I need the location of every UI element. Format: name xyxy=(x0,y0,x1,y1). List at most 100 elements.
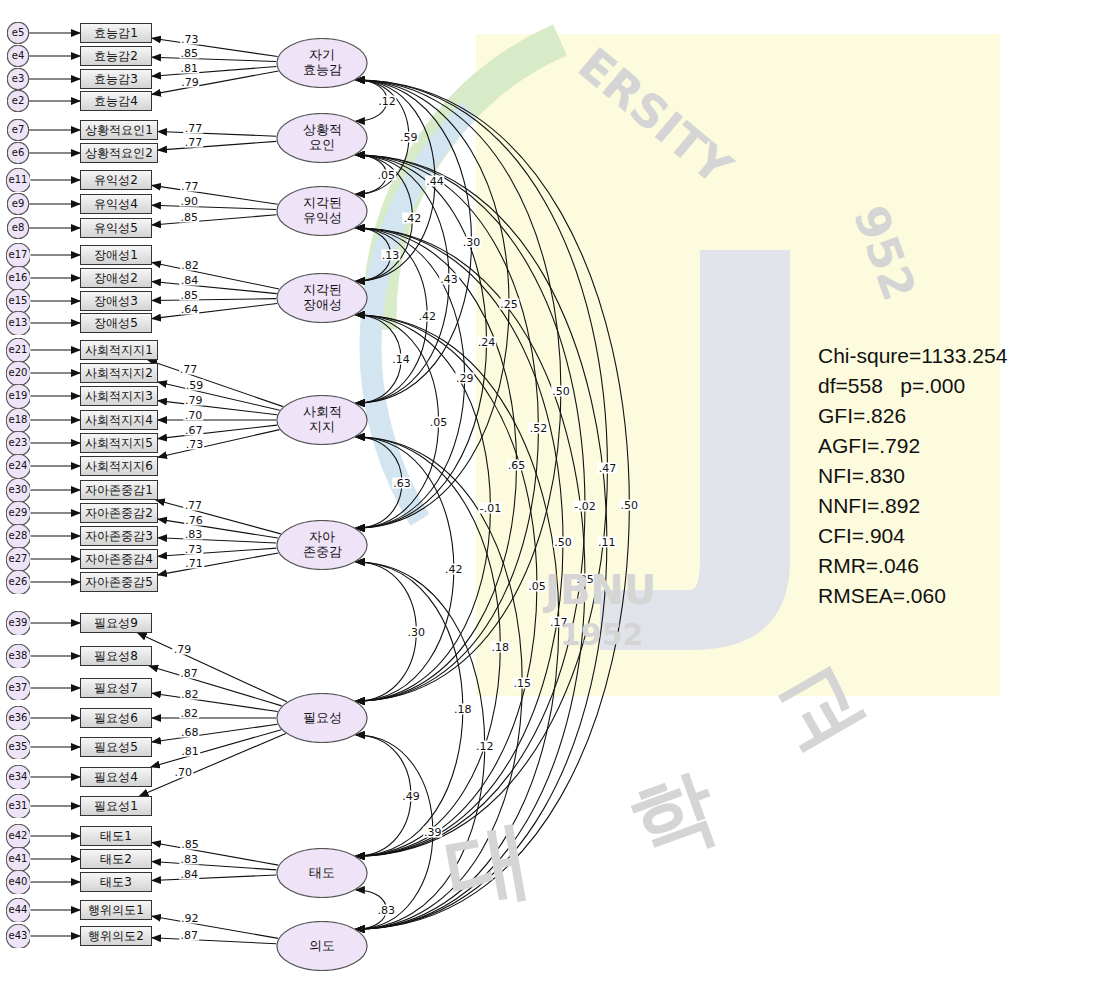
coefficient-label: .83 xyxy=(180,853,200,864)
covariance-arc xyxy=(356,155,539,701)
node-label: e21 xyxy=(9,345,28,355)
indicator-box: 사회적지지1 xyxy=(80,340,158,360)
path-arrow xyxy=(152,861,276,869)
fit-statistic: NNFI=.892 xyxy=(818,495,920,516)
path-arrow xyxy=(30,442,80,443)
shape-fill xyxy=(6,501,30,525)
shape-fill xyxy=(6,547,30,571)
shape-fill xyxy=(7,119,29,141)
node-label: 필요성4 xyxy=(94,771,138,783)
shape-fill xyxy=(7,22,29,44)
shape-fill xyxy=(277,274,367,323)
node-label: 의도 xyxy=(309,939,335,954)
node-label: 장애성2 xyxy=(94,272,138,284)
indicator-box: 장애성2 xyxy=(80,268,152,288)
coefficient-label: .25 xyxy=(499,299,519,310)
covariance-arc xyxy=(356,228,563,856)
coefficient-label: .18 xyxy=(453,704,473,715)
error-circle: e13 xyxy=(6,311,31,336)
indicator-box: 상황적요인1 xyxy=(80,120,158,140)
coefficient-label: .50 xyxy=(553,537,573,548)
shape-fill xyxy=(6,384,30,408)
indicator-box: 사회적지지5 xyxy=(80,433,158,453)
error-circle: e6 xyxy=(7,142,29,164)
covariance-arc xyxy=(356,80,561,701)
shape-fill xyxy=(6,706,30,730)
indicator-box: 효능감4 xyxy=(80,91,152,111)
path-arrow xyxy=(152,842,278,865)
shape-fill xyxy=(6,570,30,594)
covariance-arc xyxy=(356,80,608,856)
node-label: 태도3 xyxy=(100,876,132,888)
error-circle: e34 xyxy=(6,765,31,790)
shape-fill xyxy=(7,45,29,67)
node-label: e3 xyxy=(12,74,25,84)
node-label: e7 xyxy=(12,125,25,135)
path-arrow xyxy=(158,401,277,415)
path-arrow xyxy=(29,55,80,56)
shape-fill xyxy=(6,924,30,948)
error-circle: e2 xyxy=(7,90,29,112)
path-arrow xyxy=(29,203,80,204)
path-arrow xyxy=(30,746,80,747)
error-circle: e40 xyxy=(6,870,31,895)
covariance-arc xyxy=(356,562,463,856)
fit-statistic: df=558 p=.000 xyxy=(818,375,965,396)
covariance-arc xyxy=(356,437,500,856)
covariance-arc xyxy=(356,228,465,528)
node-label: 필요성9 xyxy=(94,617,138,629)
indicator-box: 태도3 xyxy=(80,872,152,892)
node-label: e4 xyxy=(12,51,25,61)
indicator-box: 장애성5 xyxy=(80,313,152,333)
error-circle: e19 xyxy=(6,384,31,409)
covariance-arc xyxy=(356,735,433,929)
coefficient-label: .42 xyxy=(444,564,464,575)
latent-ellipse: 의도 xyxy=(276,921,368,971)
path-arrow xyxy=(29,78,80,79)
shape-fill xyxy=(277,187,367,236)
node-label: 사회적지지1 xyxy=(85,344,153,356)
coefficient-label: .79 xyxy=(173,643,193,654)
coefficient-label: .79 xyxy=(184,394,204,405)
path-arrow xyxy=(29,100,80,101)
node-label: 자아존중감2 xyxy=(85,507,153,519)
indicator-box: 효능감1 xyxy=(80,23,152,43)
node-label: 지각된 유익성 xyxy=(295,196,349,226)
node-label: 상황적요인2 xyxy=(85,147,153,159)
path-arrow xyxy=(152,71,278,94)
covariance-arc xyxy=(356,315,559,929)
path-arrow xyxy=(29,129,80,130)
node-label: e29 xyxy=(9,508,28,518)
node-label: 사회적지지3 xyxy=(85,390,153,402)
fit-statistic: Chi-squre=1133.254 xyxy=(818,345,1007,366)
path-arrow xyxy=(30,687,80,688)
coefficient-label: .85 xyxy=(179,289,199,300)
node-label: 지각된 장애성 xyxy=(295,283,349,313)
coefficient-label: .90 xyxy=(179,196,199,207)
coefficient-label: .77 xyxy=(184,500,204,511)
coefficient-label: .85 xyxy=(180,211,200,222)
node-label: e39 xyxy=(9,618,28,628)
shape-fill xyxy=(6,168,30,192)
shape-fill xyxy=(7,68,29,90)
coefficient-label: .77 xyxy=(180,181,200,192)
shape-fill xyxy=(277,521,367,570)
shape-fill xyxy=(7,90,29,112)
node-label: 자아존중감4 xyxy=(85,553,153,565)
coefficient-label: .85 xyxy=(179,48,199,59)
path-arrow xyxy=(158,141,276,150)
coefficient-label: .13 xyxy=(381,249,401,260)
coefficient-label: .50 xyxy=(551,385,571,396)
shape-fill xyxy=(277,39,367,88)
error-circle: e37 xyxy=(6,676,31,701)
error-circle: e20 xyxy=(6,361,31,386)
indicator-box: 상황적요인2 xyxy=(80,143,158,163)
error-circle: e30 xyxy=(6,478,31,503)
shape-fill xyxy=(6,361,30,385)
covariance-arc xyxy=(356,155,585,856)
node-label: e38 xyxy=(9,651,28,661)
node-label: e8 xyxy=(12,223,25,233)
coefficient-label: .85 xyxy=(180,839,200,850)
path-arrow xyxy=(30,179,80,180)
error-circle: e7 xyxy=(7,119,29,141)
